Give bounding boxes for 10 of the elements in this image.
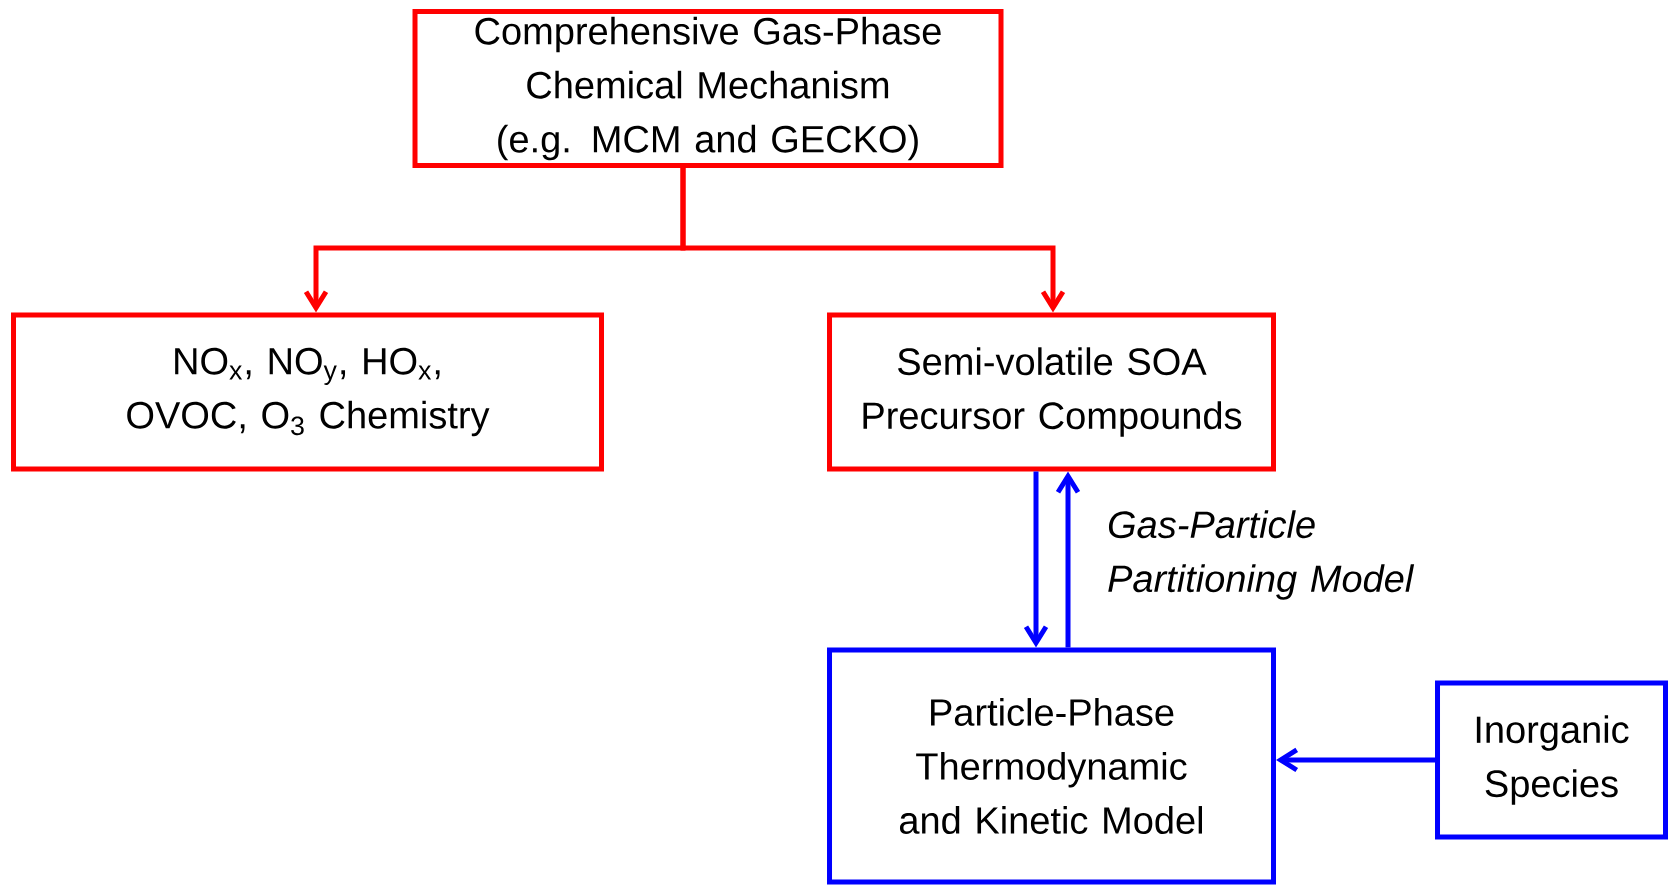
arrow [680,168,1066,313]
process-box: Comprehensive Gas-Phase Chemical Mechanism (e.g. MCM and GECKO) [412,9,1004,168]
process-box: Semi-volatile SOA Precursor Compounds [827,312,1276,472]
arrow [1055,471,1081,648]
arrow [1023,471,1049,648]
arrow [1276,747,1435,773]
process-box: Particle-Phase Thermodynamic and Kinetic Model [827,647,1276,885]
process-box: NO$_{x}$, NO$_{y}$, HO$_{x}$, OVOC, O$_{3}$ Chemistry [11,312,604,472]
process-box: Inorganic Species [1435,680,1668,840]
edge-label: Gas-Particle Partitioning Model [1108,510,1415,600]
